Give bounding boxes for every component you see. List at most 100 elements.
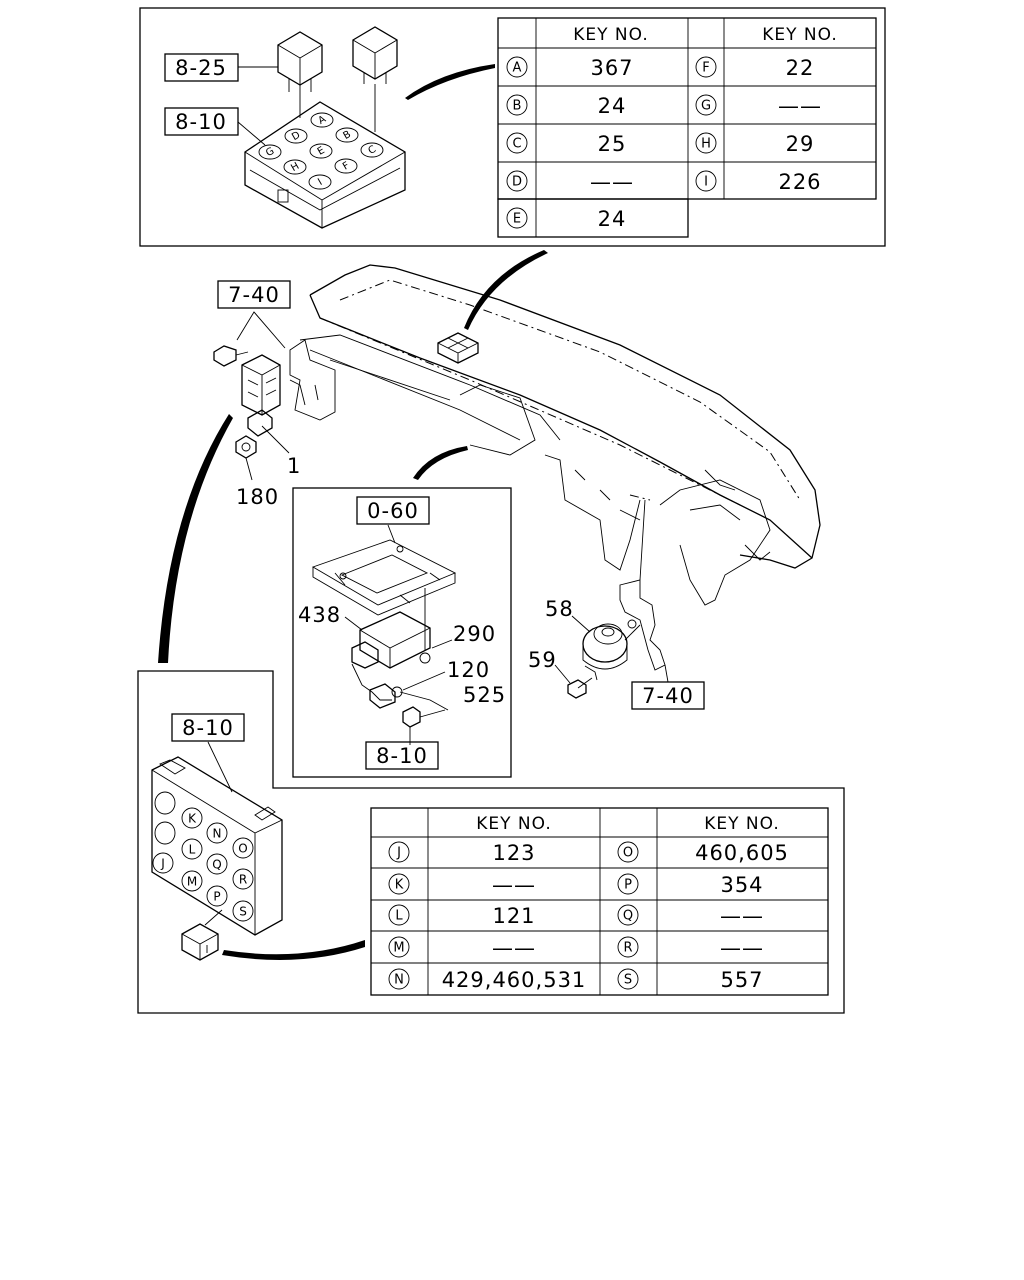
relay-socket-d: D — [284, 128, 308, 144]
mid-inset-frame — [292, 487, 512, 778]
svg-text:K: K — [395, 878, 404, 893]
key-value-h: 29 — [786, 132, 815, 156]
key-code-h: H — [695, 132, 717, 154]
svg-text:R: R — [239, 872, 247, 886]
svg-text:A: A — [513, 61, 522, 76]
svg-text:C: C — [512, 137, 521, 152]
svg-text:N: N — [394, 973, 404, 988]
key-value-f: 22 — [786, 56, 815, 80]
part-525-label: 525 — [463, 683, 506, 707]
key-code-f: F — [695, 56, 717, 78]
svg-text:I: I — [704, 175, 708, 190]
part-438-label: 438 — [298, 603, 341, 627]
svg-text:B: B — [342, 129, 354, 142]
leader-beam-to-inset — [413, 446, 468, 480]
svg-text:F: F — [341, 160, 352, 173]
leader-left-to-bottom — [158, 414, 233, 663]
svg-text:Q: Q — [212, 857, 221, 871]
part-58-label: 58 — [545, 597, 574, 621]
svg-text:P: P — [213, 889, 220, 903]
key-code-l: L — [388, 904, 410, 926]
ref-7-40-top-label: 7-40 — [228, 283, 280, 307]
relay-socket-r: R — [232, 868, 254, 890]
key-value-l: 121 — [492, 904, 535, 928]
svg-text:O: O — [623, 846, 633, 861]
key-value-j: 123 — [492, 841, 535, 865]
key-value-e: 24 — [598, 207, 627, 231]
key-code-i: I — [695, 170, 717, 192]
key-code-g: G — [695, 94, 717, 116]
relay-socket-f: F — [334, 158, 358, 174]
ref-0-60-label: 0-60 — [367, 499, 419, 523]
horn-assembly — [554, 499, 669, 699]
key-value-m: —— — [492, 936, 536, 960]
ref-8-10-top-label: 8-10 — [175, 110, 227, 134]
key-value-s: 557 — [720, 968, 763, 992]
key-value-i: 226 — [778, 170, 821, 194]
svg-text:R: R — [623, 941, 632, 956]
ref-8-10-bottom-label: 8-10 — [182, 716, 234, 740]
key-value-k: —— — [492, 873, 536, 897]
relay-socket-blank — [154, 821, 176, 845]
part-59-label: 59 — [528, 648, 557, 672]
relay-socket-c: C — [360, 142, 384, 158]
svg-text:S: S — [239, 904, 247, 918]
relay-socket-g: G — [258, 144, 282, 160]
bottom-table-header-right: KEY NO. — [704, 814, 780, 834]
relay-socket-s: S — [232, 900, 254, 922]
svg-text:J: J — [396, 846, 401, 861]
key-value-c: 25 — [598, 132, 627, 156]
svg-text:D: D — [512, 175, 522, 190]
relay-socket-a: A — [310, 112, 334, 128]
key-value-d: —— — [590, 170, 634, 194]
key-value-b: 24 — [598, 94, 627, 118]
key-code-p: P — [617, 873, 639, 895]
svg-text:M: M — [187, 874, 197, 888]
key-code-c: C — [506, 132, 528, 154]
top-table-header-right: KEY NO. — [762, 25, 838, 45]
svg-text:S: S — [624, 973, 632, 988]
svg-text:E: E — [513, 212, 521, 227]
key-code-k: K — [388, 873, 410, 895]
svg-text:K: K — [188, 811, 197, 825]
control-unit-438 — [344, 588, 453, 745]
top-table-header-left: KEY NO. — [573, 25, 649, 45]
key-code-n: N — [388, 968, 410, 990]
svg-text:Q: Q — [623, 909, 633, 924]
relay-socket-e: E — [309, 143, 333, 159]
ref-8-25-label: 8-25 — [175, 56, 227, 80]
top-inset-frame — [139, 7, 886, 247]
part-290-label: 290 — [453, 622, 496, 646]
key-value-r: —— — [720, 936, 764, 960]
svg-text:O: O — [238, 841, 247, 855]
svg-text:F: F — [702, 61, 709, 76]
part-1-label: 1 — [287, 454, 301, 478]
svg-text:H: H — [701, 137, 711, 152]
left-bracket-assembly — [213, 311, 336, 481]
relay-socket-l: L — [181, 838, 203, 860]
svg-text:L: L — [189, 842, 196, 856]
relay-second — [352, 26, 398, 132]
part-180-label: 180 — [236, 485, 279, 509]
ref-7-40-right-label: 7-40 — [642, 684, 694, 708]
relay-socket-q: Q — [206, 853, 228, 875]
leader-top-table — [405, 64, 495, 100]
key-code-d: D — [506, 170, 528, 192]
relay-socket-j: J — [152, 852, 174, 874]
key-code-r: R — [617, 936, 639, 958]
svg-text:C: C — [366, 144, 378, 157]
svg-text:B: B — [513, 99, 522, 114]
instrument-panel-beam — [299, 264, 821, 606]
key-value-g: —— — [778, 94, 822, 118]
bottom-table-header-left: KEY NO. — [476, 814, 552, 834]
relay-socket-blank — [154, 791, 176, 815]
beam-relay-block — [437, 332, 479, 364]
relay-socket-m: M — [181, 870, 203, 892]
svg-text:G: G — [701, 99, 711, 114]
relay-socket-i: I — [308, 174, 332, 190]
svg-text:J: J — [160, 856, 165, 870]
relay-socket-p: P — [206, 885, 228, 907]
key-code-a: A — [506, 56, 528, 78]
